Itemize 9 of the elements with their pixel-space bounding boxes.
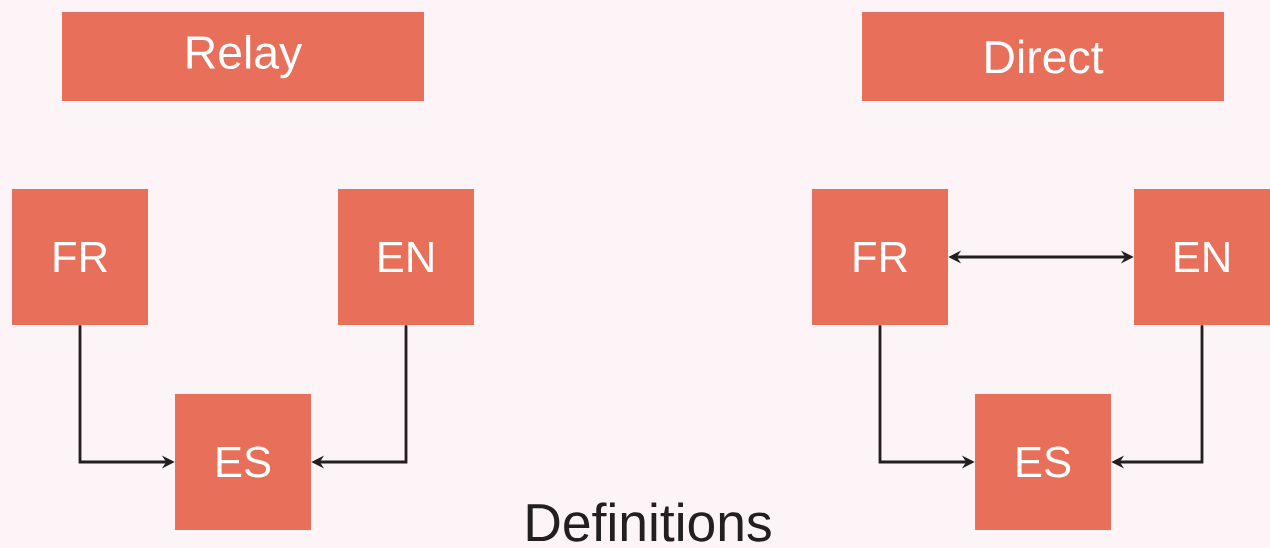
language-box: EN: [338, 189, 474, 325]
language-box: FR: [12, 189, 148, 325]
language-box: FR: [812, 189, 948, 325]
section-heading: Definitions: [527, 502, 771, 542]
heading-box: Relay: [62, 12, 424, 102]
language-box: ES: [175, 394, 311, 530]
heading-box: Direct: [862, 12, 1224, 102]
language-box: ES: [975, 394, 1111, 530]
language-box: EN: [1134, 189, 1270, 325]
